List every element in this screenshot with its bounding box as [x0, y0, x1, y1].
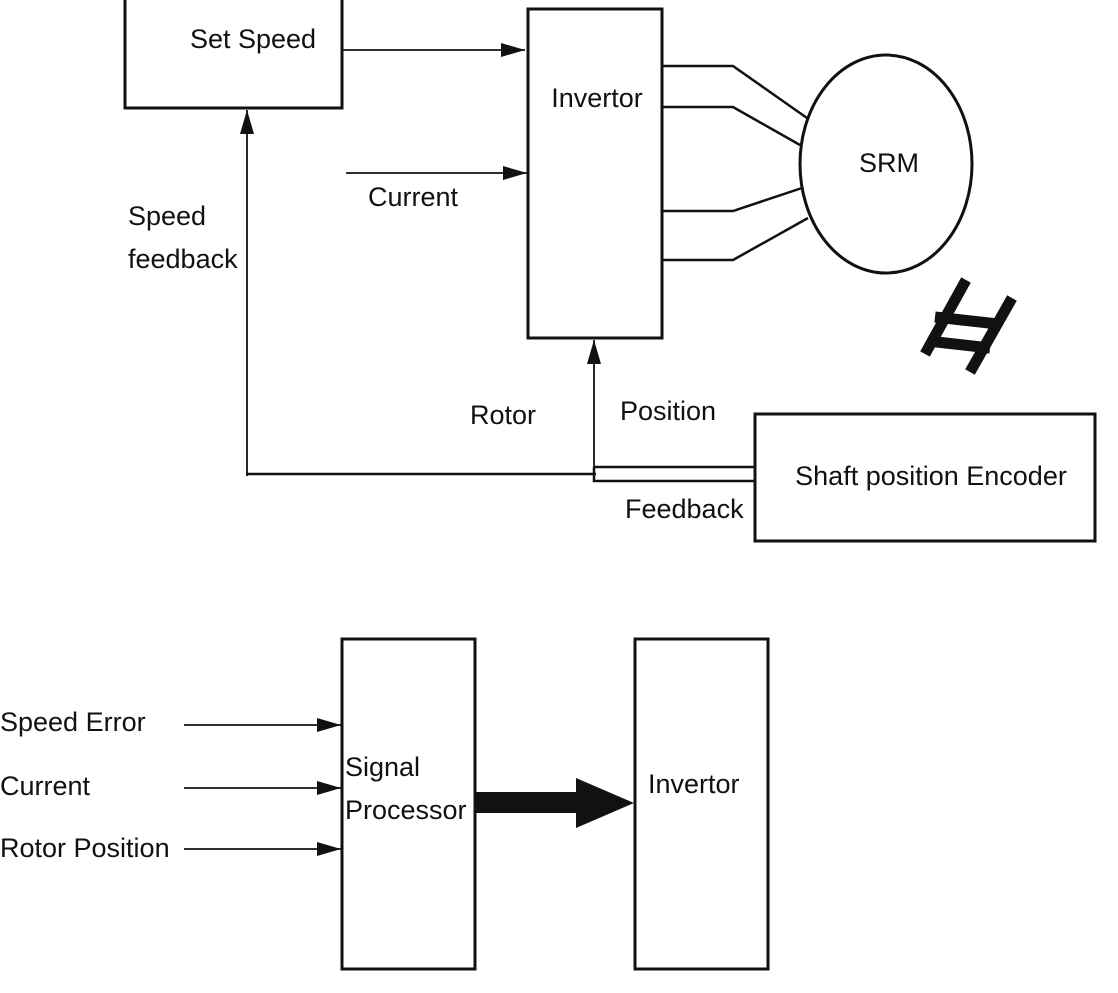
signal-processor-label-line2: Processor — [345, 795, 467, 825]
set-speed-block: Set Speed — [123, 0, 344, 110]
srm-label: SRM — [859, 148, 919, 178]
rotor-label: Rotor — [470, 400, 536, 430]
speed-feedback-label-line2: feedback — [128, 244, 238, 274]
signal-to-invertor-thick-arrow — [475, 778, 634, 828]
position-label: Position — [620, 396, 716, 426]
encoder-output-line-lower — [592, 467, 755, 483]
speed-feedback-label-line1: Speed — [128, 201, 206, 231]
invertor-label-top: Invertor — [551, 83, 643, 113]
feedback-label: Feedback — [625, 494, 744, 524]
phase-wires — [662, 64, 809, 262]
srm-motor: SRM — [798, 53, 974, 275]
input-label-speed-error: Speed Error — [0, 707, 146, 737]
input-label-rotor-position: Rotor Position — [0, 833, 170, 863]
shaft-position-encoder-block: Shaft position Encoder — [753, 412, 1097, 543]
shaft-coupling-hash-icon — [920, 277, 1017, 375]
invertor-block-top: Invertor — [526, 7, 664, 340]
current-label-top: Current — [368, 182, 459, 212]
invertor-label-bottom: Invertor — [648, 769, 740, 799]
encoder-label: Shaft position Encoder — [795, 461, 1067, 491]
signal-processor-block: Signal Processor — [340, 637, 477, 971]
signal-processor-label-line1: Signal — [345, 752, 420, 782]
set-speed-label: Set Speed — [190, 24, 316, 54]
input-label-current: Current — [0, 771, 91, 801]
invertor-block-bottom: Invertor — [633, 637, 770, 971]
